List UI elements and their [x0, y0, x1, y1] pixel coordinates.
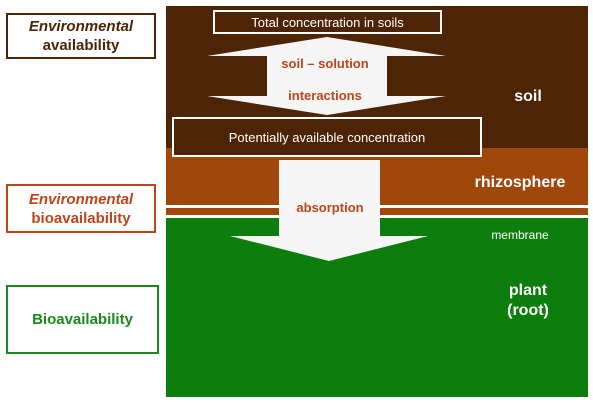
membrane-label: membrane — [491, 228, 549, 242]
bioavailability-label: Bioavailability — [32, 311, 133, 328]
plant-label-line1: plant — [508, 282, 548, 299]
rhizosphere-label: rhizosphere — [474, 174, 566, 191]
plant-label-line2: (root) — [507, 302, 549, 319]
absorption-arrow — [230, 160, 428, 261]
environmental-availability-line2: availability — [42, 37, 120, 54]
environmental-bioavailability-line2: bioavailability — [31, 209, 131, 227]
bioavailability-box: Bioavailability — [6, 285, 159, 354]
interaction-label-line2: interactions — [288, 88, 362, 103]
absorption-label: absorption — [296, 200, 364, 215]
interaction-label-line1: soil – solution — [281, 56, 369, 71]
environmental-bioavailability-box: Environmental bioavailability — [6, 184, 156, 233]
potential-concentration-text: Potentially available concentration — [228, 129, 426, 145]
environmental-bioavailability-line1: Environmental — [28, 190, 134, 208]
plant-label: plant (root) — [488, 281, 568, 321]
soil-label: soil — [514, 88, 542, 105]
interaction-double-arrow — [207, 37, 446, 115]
environmental-availability-line1: Environmental — [28, 18, 134, 35]
total-concentration-box: Total concentration in soils — [213, 10, 442, 34]
environmental-availability-box: Environmental availability — [6, 13, 156, 59]
potential-concentration-box: Potentially available concentration — [172, 117, 482, 157]
total-concentration-text: Total concentration in soils — [251, 14, 404, 30]
